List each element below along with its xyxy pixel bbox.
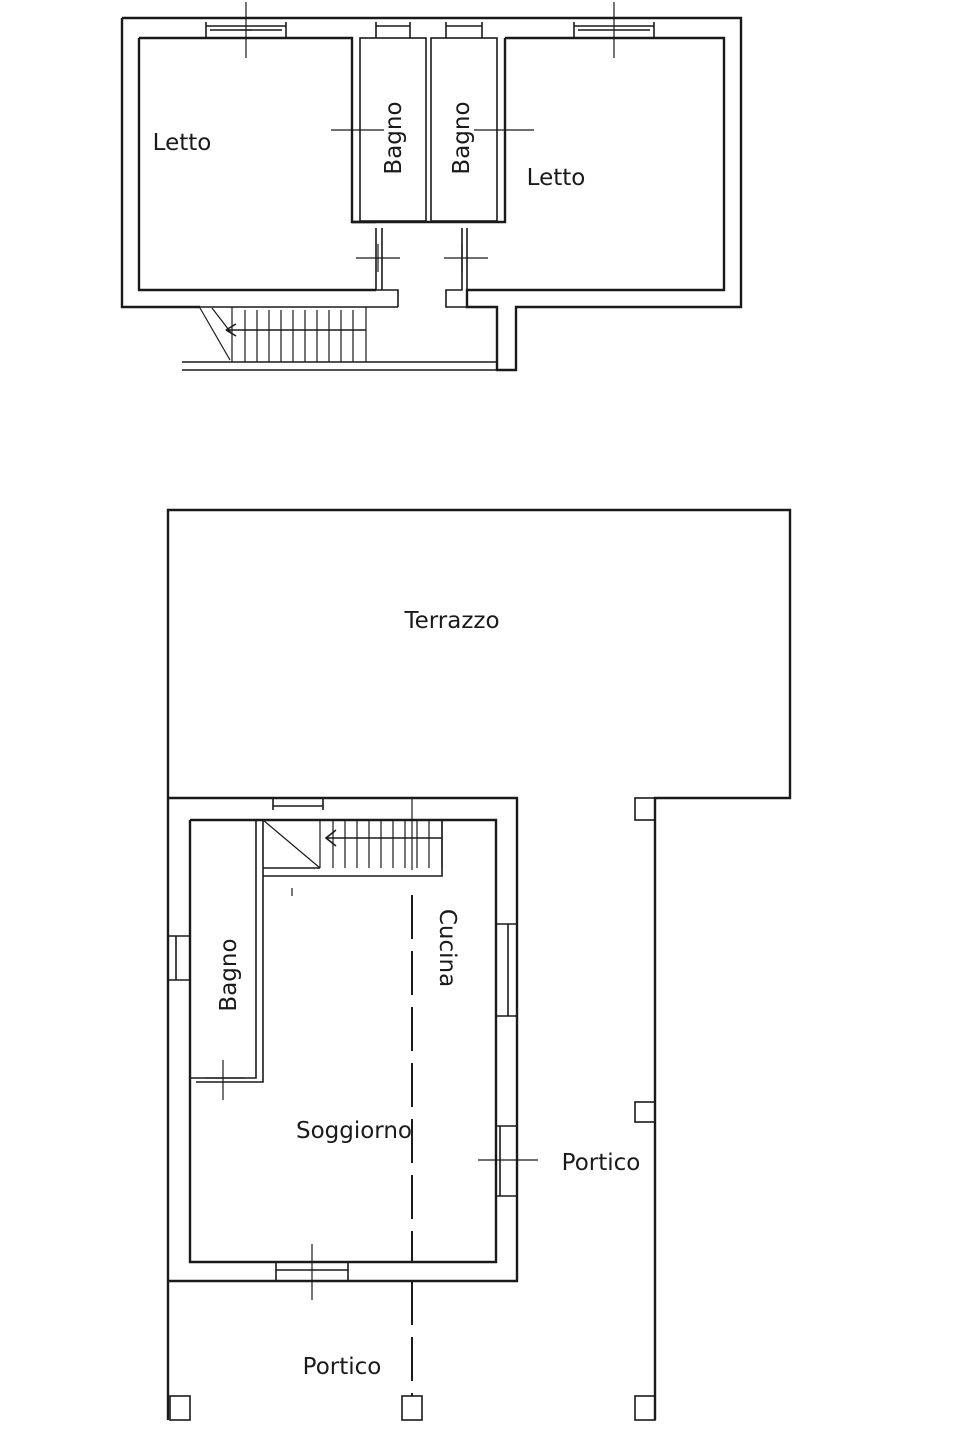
upper-stairs	[199, 307, 367, 362]
window-soggiorno	[496, 1125, 517, 1197]
window-bagno	[168, 935, 190, 981]
ground-stairs	[262, 819, 443, 869]
house-outer-wall	[168, 796, 519, 1283]
window-letto-1	[205, 22, 287, 38]
ground-floor-plan: Terrazzo Cucina Bagno Soggiorno Portico …	[166, 508, 792, 1421]
room-label-soggiorno: Soggiorno	[296, 1118, 412, 1144]
room-label-portico-side: Portico	[562, 1150, 641, 1176]
window-letto-2	[573, 22, 655, 38]
room-label-bagno-1: Bagno	[381, 101, 407, 174]
window-bagno-2	[445, 22, 483, 38]
room-label-bagno-2: Bagno	[449, 101, 475, 174]
room-label-letto-1: Letto	[153, 130, 212, 156]
room-label-cucina: Cucina	[434, 909, 460, 987]
terrazzo-outline	[166, 508, 792, 1420]
window-cucina	[496, 923, 517, 1017]
upper-floor-plan: Letto Bagno Bagno Letto	[120, 2, 743, 372]
room-label-portico-front: Portico	[303, 1354, 382, 1380]
window-bagno-1	[375, 22, 411, 38]
room-label-letto-2: Letto	[527, 165, 586, 191]
room-label-terrazzo: Terrazzo	[403, 608, 499, 634]
upper-outer-wall	[122, 16, 743, 372]
room-label-bagno: Bagno	[216, 938, 242, 1011]
